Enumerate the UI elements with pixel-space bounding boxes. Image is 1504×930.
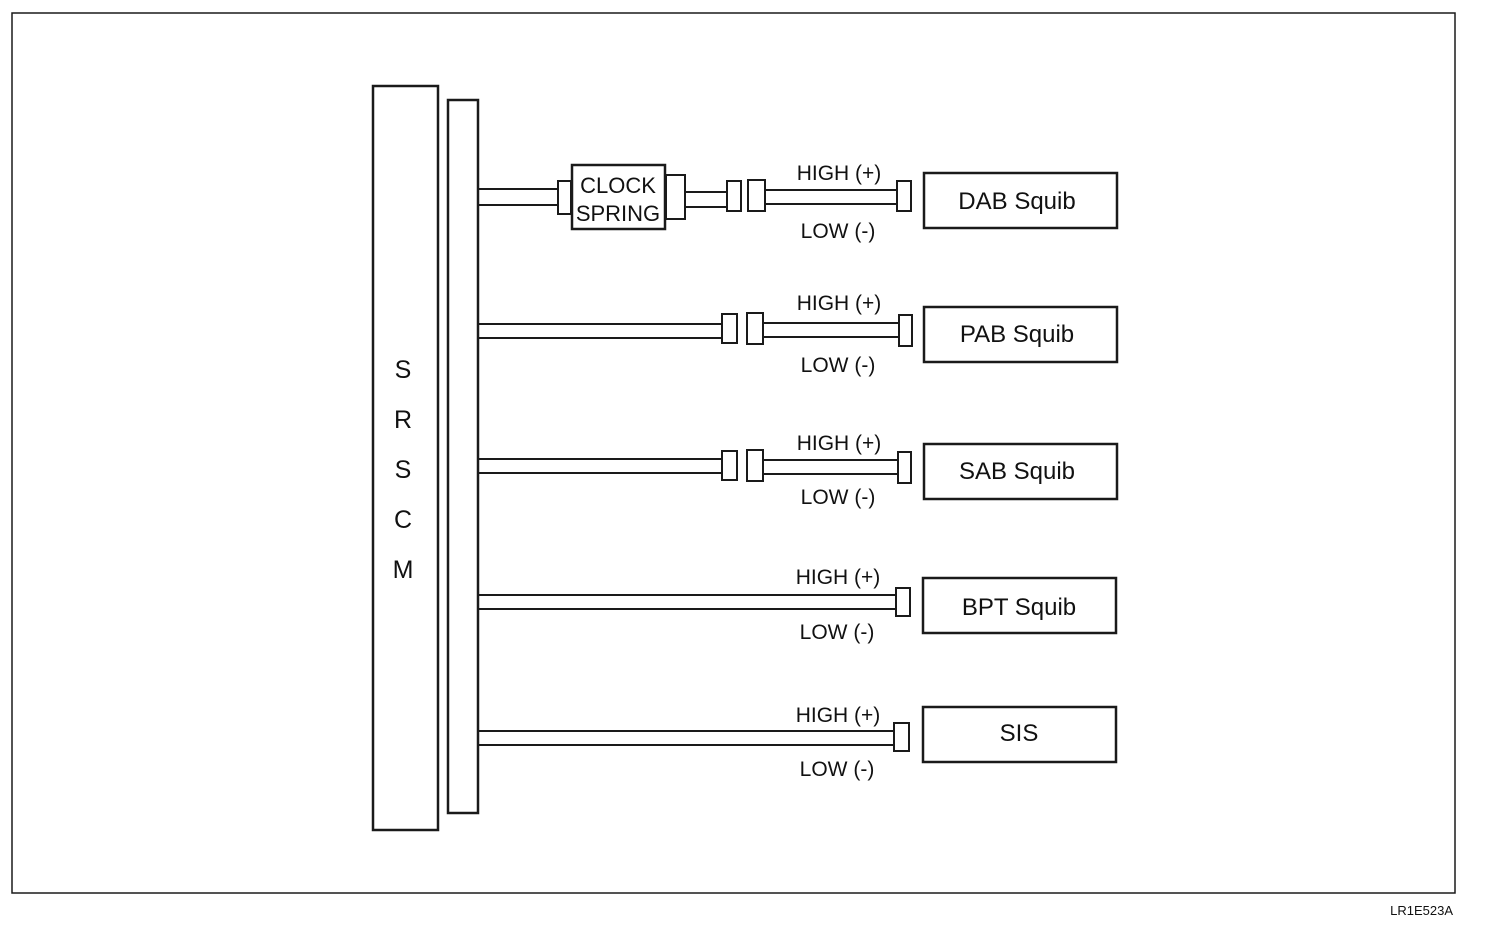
sab-circuit: HIGH (+) LOW (-) SAB Squib bbox=[478, 432, 1119, 509]
high-label: HIGH (+) bbox=[796, 704, 881, 727]
srscm-letter: M bbox=[393, 556, 414, 584]
squib-connector bbox=[895, 587, 911, 617]
squib-connector bbox=[896, 180, 912, 212]
sab-squib-label: SAB Squib bbox=[959, 458, 1075, 485]
pab-squib-box bbox=[922, 305, 1119, 364]
srscm-module bbox=[371, 84, 440, 832]
srscm-label: S R S C M bbox=[393, 356, 414, 584]
low-label: LOW (-) bbox=[801, 220, 876, 243]
clock-spring-connector bbox=[665, 174, 686, 220]
in-line-connector bbox=[726, 180, 742, 212]
high-label: HIGH (+) bbox=[797, 162, 882, 185]
dab-circuit: CLOCK SPRING HIGH (+) LOW (-) DAB Squib bbox=[478, 162, 1119, 243]
high-label: HIGH (+) bbox=[797, 432, 882, 455]
in-line-connector bbox=[746, 312, 764, 345]
bpt-squib-box bbox=[921, 576, 1118, 635]
sis-label: SIS bbox=[1000, 720, 1039, 747]
low-label: LOW (-) bbox=[801, 486, 876, 509]
dab-squib-box bbox=[922, 171, 1119, 230]
in-line-connector bbox=[721, 450, 738, 481]
clock-spring bbox=[570, 163, 667, 231]
bpt-circuit: HIGH (+) LOW (-) BPT Squib bbox=[478, 566, 1118, 644]
pab-squib-label: PAB Squib bbox=[960, 321, 1074, 348]
high-label: HIGH (+) bbox=[797, 292, 882, 315]
squib-connector bbox=[898, 314, 913, 347]
dab-squib-label: DAB Squib bbox=[958, 188, 1075, 215]
module-connector bbox=[446, 98, 480, 815]
sis-circuit: HIGH (+) LOW (-) SIS bbox=[478, 704, 1118, 781]
sab-squib-box bbox=[922, 442, 1119, 501]
sis-box bbox=[921, 705, 1118, 764]
clock-spring-label: SPRING bbox=[576, 201, 660, 226]
clock-spring-connector bbox=[557, 180, 572, 215]
in-line-connector bbox=[746, 449, 764, 482]
diagram-frame bbox=[11, 12, 1456, 894]
srscm-letter: C bbox=[394, 506, 412, 534]
srscm-letter: R bbox=[394, 406, 412, 434]
clock-spring-label: CLOCK bbox=[580, 173, 656, 198]
low-label: LOW (-) bbox=[800, 621, 875, 644]
in-line-connector bbox=[721, 313, 738, 344]
squib-connector bbox=[893, 722, 910, 752]
srscm-letter: S bbox=[395, 456, 412, 484]
low-label: LOW (-) bbox=[801, 354, 876, 377]
squib-connector bbox=[897, 451, 912, 484]
bpt-squib-label: BPT Squib bbox=[962, 594, 1076, 621]
pab-circuit: HIGH (+) LOW (-) PAB Squib bbox=[478, 292, 1119, 377]
low-label: LOW (-) bbox=[800, 758, 875, 781]
srscm-letter: S bbox=[395, 356, 412, 384]
high-label: HIGH (+) bbox=[796, 566, 881, 589]
figure-reference: LR1E523A bbox=[1390, 903, 1453, 918]
in-line-connector bbox=[747, 179, 766, 212]
